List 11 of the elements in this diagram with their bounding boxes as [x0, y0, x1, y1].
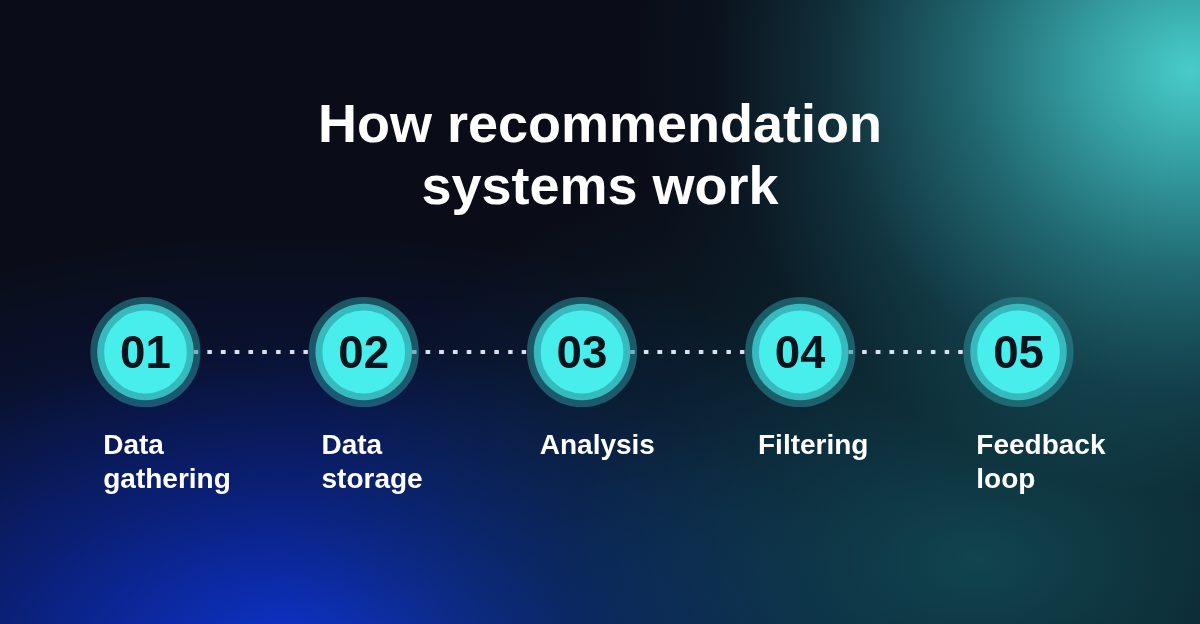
step-label: Filtering — [758, 428, 869, 463]
node-circle: 01 — [90, 296, 201, 408]
step-label: Analysis — [539, 428, 655, 463]
step-label: Data gathering — [103, 428, 232, 497]
node-circle: 03 — [526, 296, 638, 408]
title: How recommendation systems work — [316, 92, 884, 216]
node-circle: 04 — [745, 296, 856, 408]
node-circle: 02 — [308, 296, 419, 408]
node-circle: 05 — [963, 296, 1074, 408]
step-label: Data storage — [321, 428, 424, 497]
step-label: Feedback loop — [976, 428, 1107, 497]
